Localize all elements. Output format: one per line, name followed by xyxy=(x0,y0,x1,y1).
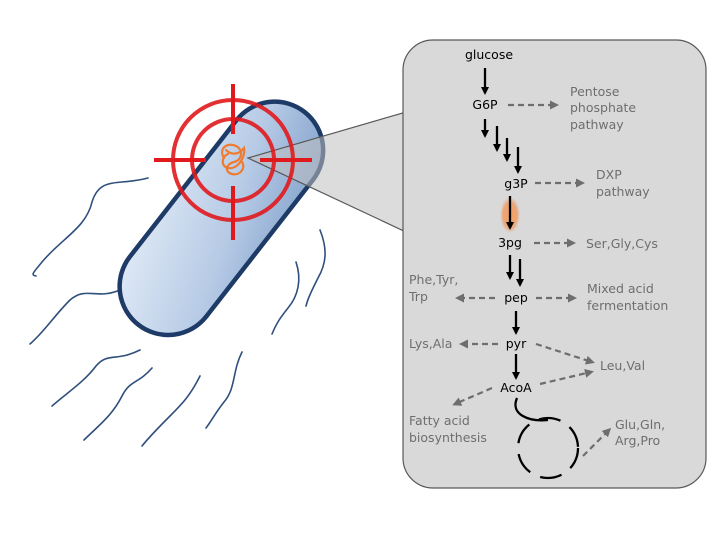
branch-fatty-acid: Fatty acid biosynthesis xyxy=(409,413,487,445)
branch-phe-line-1: Phe,Tyr, xyxy=(409,272,458,287)
bacterium xyxy=(29,99,326,447)
branch-ser-gly-cys: Ser,Gly,Cys xyxy=(586,236,658,251)
branch-pentose-line-3: pathway xyxy=(570,117,624,132)
branch-fatty-line-2: biosynthesis xyxy=(409,430,487,445)
branch-fatty-line-1: Fatty acid xyxy=(409,413,470,428)
metabolite-g3p: g3P xyxy=(504,176,528,191)
branch-labels: Pentose phosphate pathway DXP pathway Se… xyxy=(408,84,669,448)
branch-leu-val: Leu,Val xyxy=(600,358,645,373)
branch-mixed-line-1: Mixed acid xyxy=(587,281,654,296)
glycolysis-arrows xyxy=(481,68,524,380)
pathway-panel xyxy=(402,39,707,489)
branch-lys-ala: Lys,Ala xyxy=(409,336,452,351)
branch-mixed-line-2: fermentation xyxy=(587,298,668,313)
branch-ser-line-1: Ser,Gly,Cys xyxy=(586,236,658,251)
branch-mixed-acid: Mixed acid fermentation xyxy=(587,281,668,313)
crosshair-target-icon xyxy=(154,84,312,240)
branch-phe-tyr-trp: Phe,Tyr, Trp xyxy=(408,272,462,304)
tca-cycle xyxy=(514,397,580,480)
metabolite-acoa: AcoA xyxy=(500,380,532,395)
metabolite-3pg: 3pg xyxy=(498,235,522,250)
branch-dxp-pathway: DXP pathway xyxy=(596,167,650,199)
branch-dxp-line-2: pathway xyxy=(596,184,650,199)
branch-leu-line-1: Leu,Val xyxy=(600,358,645,373)
branch-glu-gln-arg-pro: Glu,Gln, Arg,Pro xyxy=(615,417,669,448)
branch-arrows xyxy=(452,100,612,457)
metabolite-pyr: pyr xyxy=(506,336,527,351)
metabolite-labels: glucose G6P g3P 3pg pep pyr AcoA xyxy=(465,47,532,395)
metabolite-pep: pep xyxy=(504,290,528,305)
protein-enzyme-icon xyxy=(221,143,246,176)
branch-pentose-line-1: Pentose xyxy=(570,84,620,99)
branch-pentose-line-2: phosphate xyxy=(570,100,636,115)
branch-glu-line-2: Arg,Pro xyxy=(615,433,660,448)
branch-pentose-phosphate: Pentose phosphate pathway xyxy=(570,84,640,132)
branch-phe-line-2: Trp xyxy=(408,289,428,304)
metabolite-g6p: G6P xyxy=(472,97,498,112)
flagella xyxy=(29,177,326,447)
branch-dxp-line-1: DXP xyxy=(596,167,622,182)
branch-glu-line-1: Glu,Gln, xyxy=(615,417,665,432)
metabolite-glucose: glucose xyxy=(465,47,513,62)
branch-lys-line-1: Lys,Ala xyxy=(409,336,452,351)
